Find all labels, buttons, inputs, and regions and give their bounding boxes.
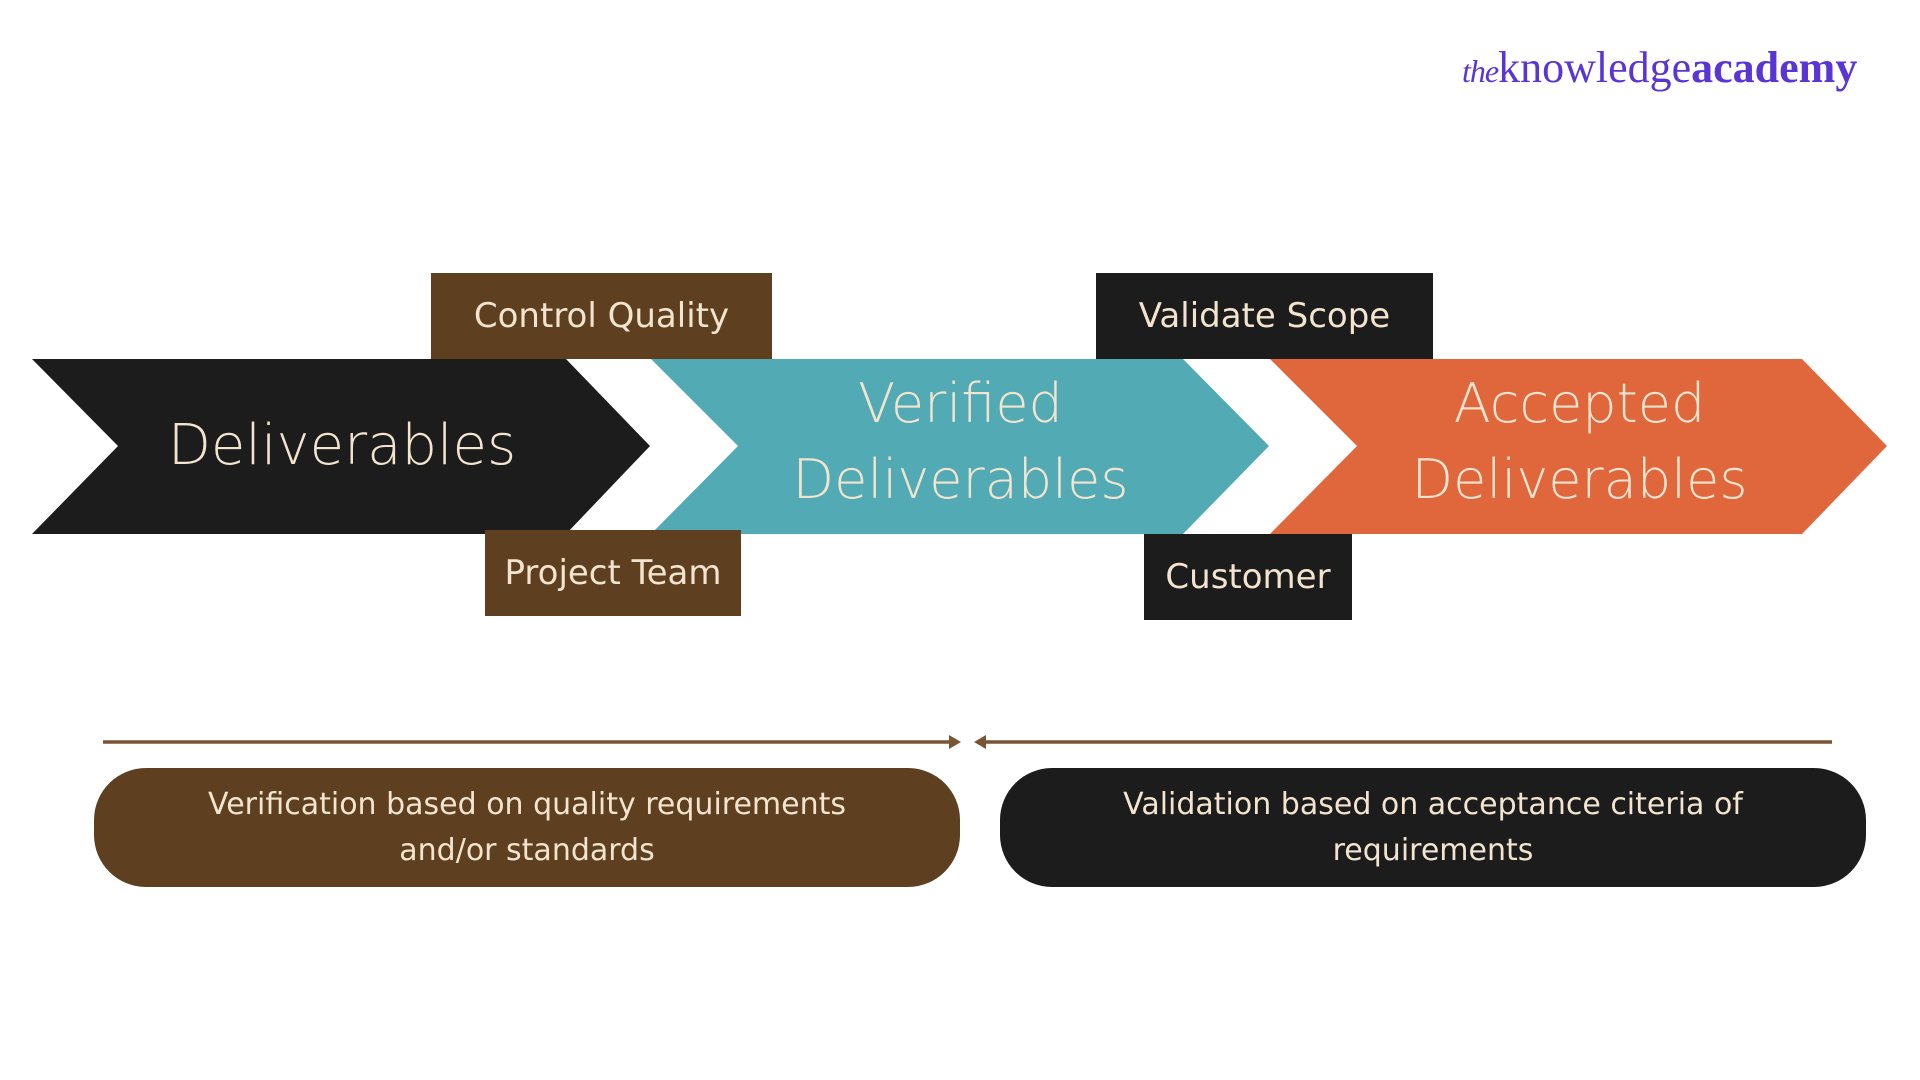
stage-arrow-verified (651, 359, 1269, 534)
summary-line1: Validation based on acceptance citeria o… (1123, 786, 1743, 822)
stage-label-verified: Verified Deliverables (738, 366, 1183, 518)
tag-validate-scope: Validate Scope (1096, 273, 1433, 359)
summary-line1: Verification based on quality requiremen… (208, 786, 846, 822)
validation-arrowhead-icon (974, 735, 986, 749)
stage-label-accepted: Accepted Deliverables (1357, 366, 1802, 518)
verification-arrowhead-icon (949, 735, 961, 749)
summary-line2: and/or standards (399, 832, 655, 868)
stage-label-line2: Deliverables (1411, 448, 1748, 511)
brand-logo: theknowledgeacademy (1462, 42, 1857, 93)
stage-label-line1: Accepted (1453, 372, 1706, 435)
logo-middle: knowledge (1498, 43, 1692, 92)
tag-project-team: Project Team (485, 530, 741, 616)
stage-label-line1: Verified (858, 372, 1063, 435)
tag-text: Control Quality (473, 296, 730, 336)
stage-label-deliverables: Deliverables (118, 408, 566, 484)
tag-control-quality: Control Quality (431, 273, 772, 359)
tag-customer: Customer (1144, 534, 1352, 620)
tag-text: Project Team (504, 553, 722, 593)
stage-label-line2: Deliverables (792, 448, 1129, 511)
tag-text: Validate Scope (1138, 296, 1391, 336)
tag-text: Customer (1165, 557, 1331, 597)
stage-label-text: Deliverables (167, 413, 517, 478)
logo-prefix: the (1462, 53, 1499, 89)
summary-line2: requirements (1332, 832, 1534, 868)
verification-summary: Verification based on quality requiremen… (94, 768, 960, 887)
validation-summary: Validation based on acceptance citeria o… (1000, 768, 1866, 887)
logo-suffix: academy (1691, 43, 1858, 92)
stage-arrow-deliverables (32, 359, 650, 534)
stage-arrow-accepted (1270, 359, 1887, 534)
